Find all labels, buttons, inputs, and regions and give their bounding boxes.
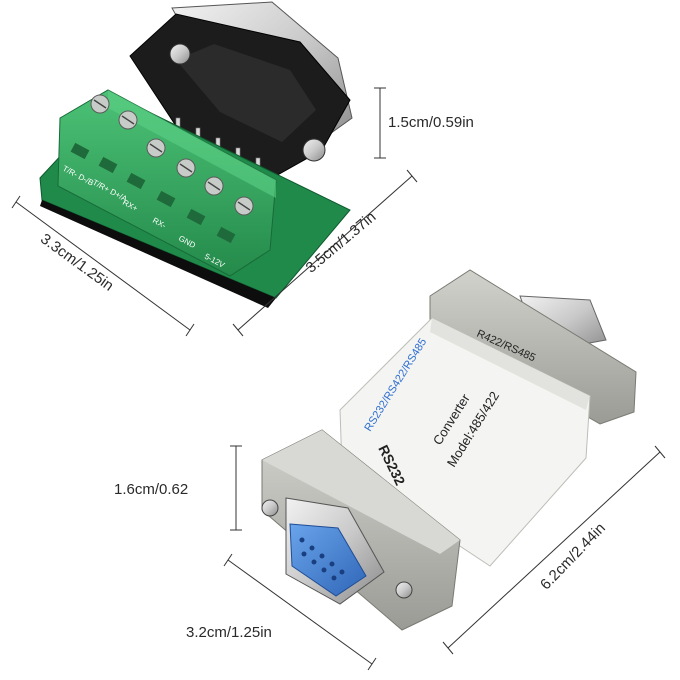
dimension-bottom-height: 1.6cm/0.62 <box>114 481 189 498</box>
screw-icon <box>302 138 326 162</box>
dimension-bottom-width: 3.2cm/1.25in <box>186 624 272 641</box>
screw-icon <box>395 581 413 599</box>
dimension-top-height: 1.5cm/0.59in <box>388 114 474 131</box>
db9-holes <box>299 537 345 581</box>
terminal-adapter: T/R- D-/B T/R+ D+/A RX+ RX- GND 5-12V <box>39 1 353 308</box>
screw-icon <box>169 43 191 65</box>
screw-icon <box>261 499 279 517</box>
db9-blue-connector <box>289 523 367 597</box>
dimension-lines <box>11 87 666 671</box>
converter-module: R422/RS485 RS232/RS422/RS485 Converter M… <box>261 269 637 631</box>
